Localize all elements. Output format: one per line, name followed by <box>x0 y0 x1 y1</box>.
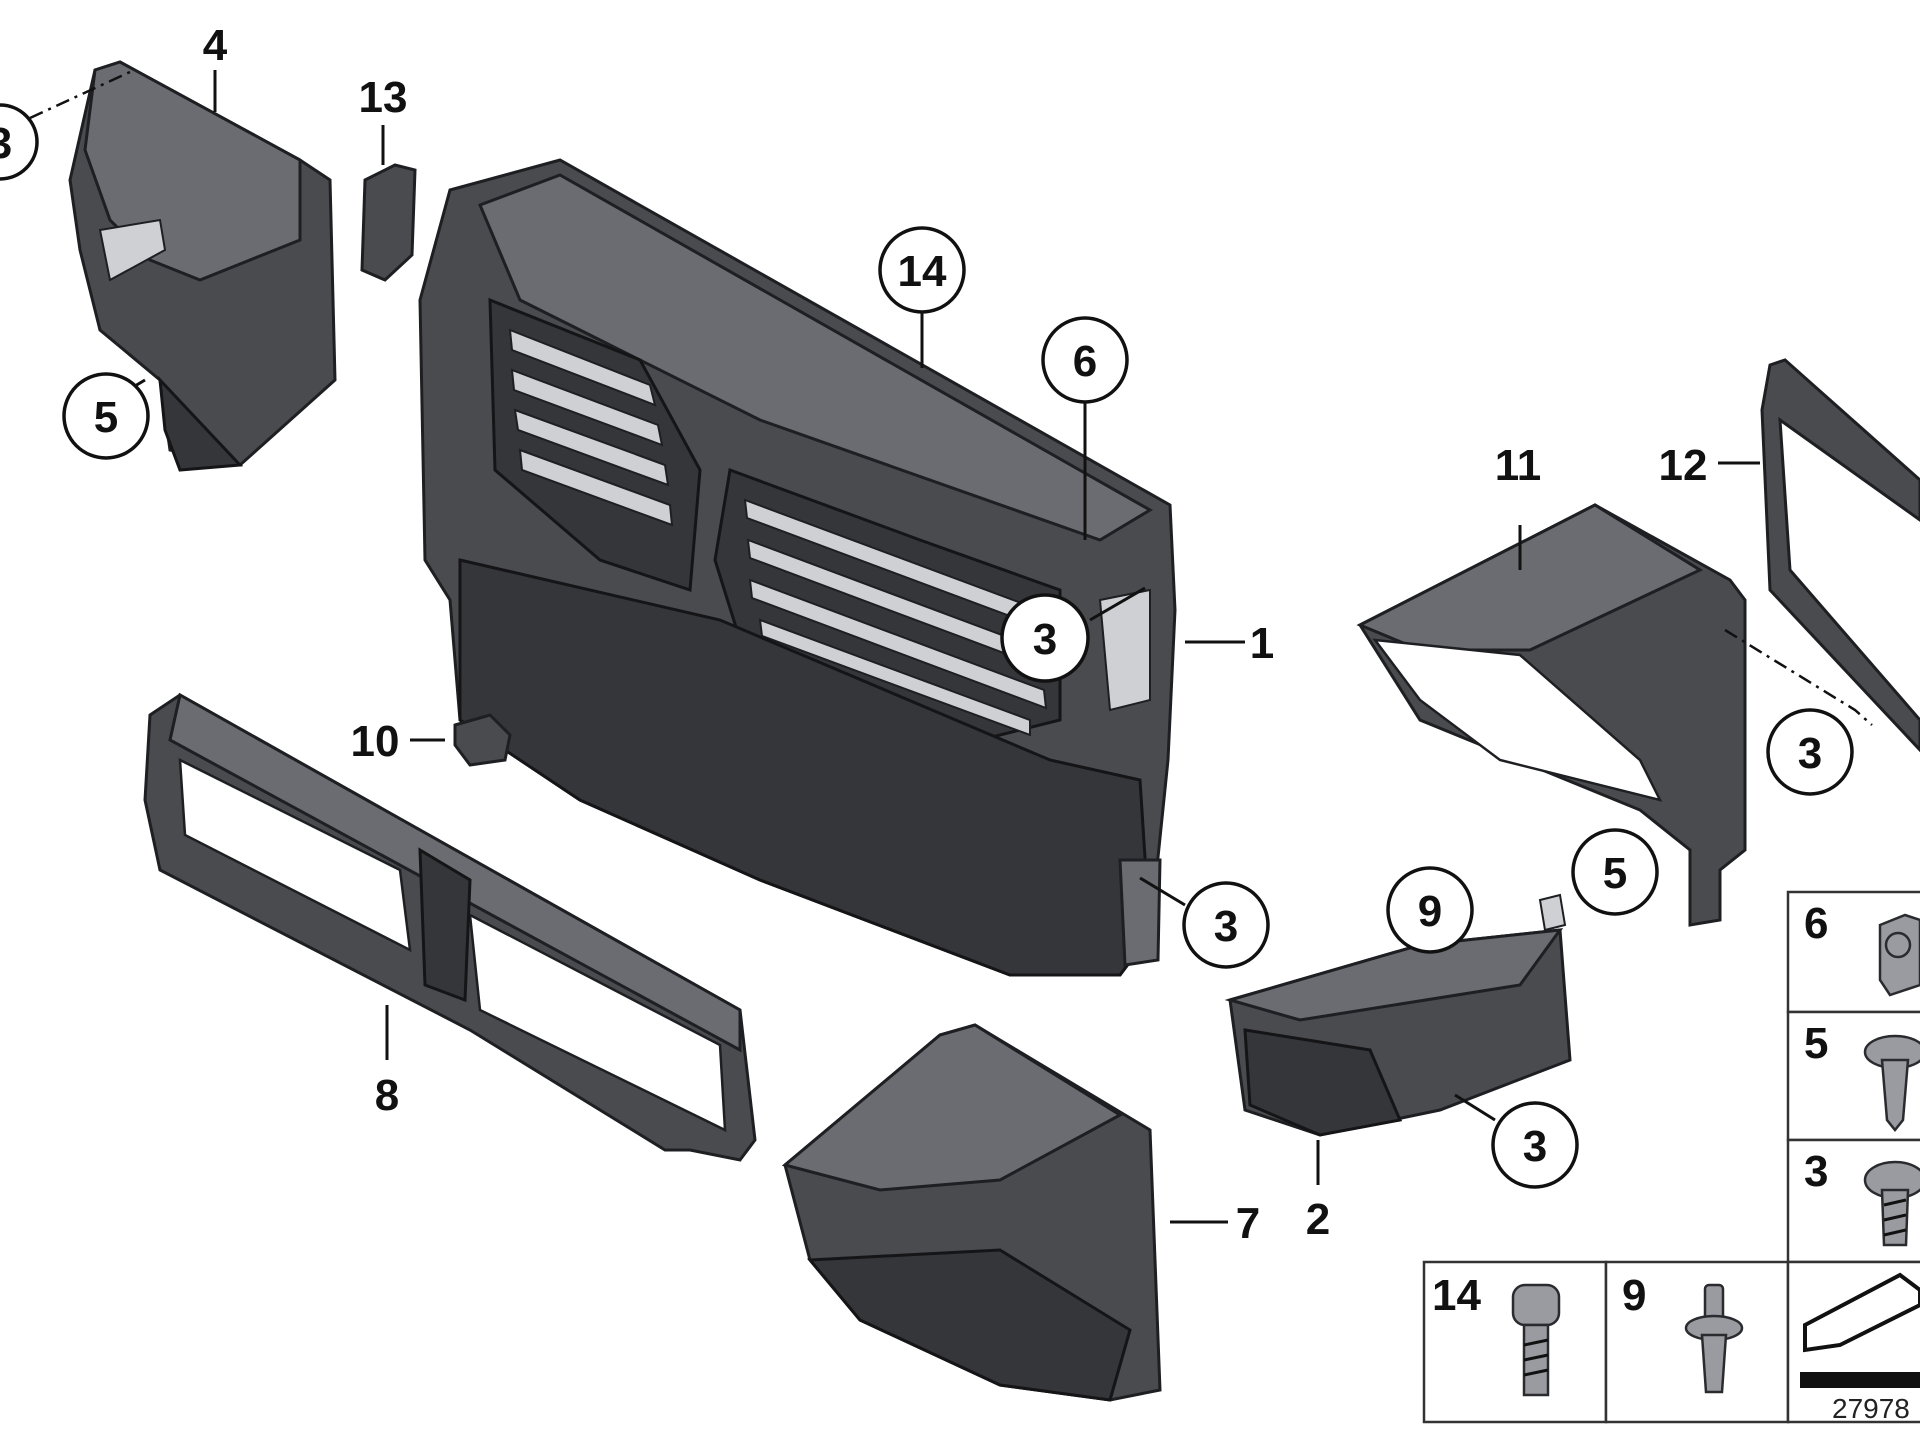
circled-callout-5-left: 5 <box>62 372 150 460</box>
hw-number-14: 14 <box>1432 1271 1481 1320</box>
circled-callout-9: 9 <box>1386 866 1474 954</box>
hw-number-9: 9 <box>1622 1271 1646 1320</box>
callout-1: 1 <box>1250 619 1274 668</box>
callout-7: 7 <box>1236 1199 1260 1248</box>
expanding-rivet-icon <box>1863 1034 1920 1133</box>
leader-lines <box>29 70 1873 1224</box>
reference-code: 27978 <box>1832 1393 1910 1424</box>
part-12-seal-frame <box>1760 358 1920 753</box>
part-13-cover-cap <box>360 163 417 282</box>
circled-callout-6: 6 <box>1041 316 1129 404</box>
svg-text:3: 3 <box>1214 902 1238 951</box>
callout-12: 12 <box>1659 441 1708 490</box>
body-screw-icon <box>1863 1160 1920 1247</box>
circled-callout-3-lower: 3 <box>1182 881 1270 969</box>
leader-3-top-left <box>29 70 131 120</box>
callout-11: 11 <box>1495 441 1542 490</box>
part-11-air-duct-right <box>1356 503 1747 927</box>
svg-text:3: 3 <box>1523 1122 1547 1171</box>
callout-13: 13 <box>359 73 408 122</box>
svg-text:6: 6 <box>1073 337 1097 386</box>
circled-callout-14: 14 <box>878 226 966 314</box>
svg-text:14: 14 <box>898 247 947 296</box>
arrow-marker-icon <box>1800 1272 1920 1388</box>
callout-2: 2 <box>1306 1195 1330 1244</box>
leader-3-right <box>1724 628 1873 726</box>
svg-text:3: 3 <box>0 119 12 168</box>
hw-number-6: 6 <box>1804 899 1828 948</box>
callout-4: 4 <box>203 21 228 70</box>
part-10-clip <box>453 713 512 767</box>
part-7-air-duct-lower <box>781 1023 1162 1402</box>
circled-callout-3-center: 3 <box>1000 593 1090 683</box>
hex-bolt-icon <box>1511 1283 1561 1397</box>
callout-8: 8 <box>375 1071 399 1120</box>
svg-text:9: 9 <box>1418 887 1442 936</box>
callout-10: 10 <box>351 717 400 766</box>
part-1-air-guide-frame <box>418 158 1177 977</box>
circled-callout-3-bottom: 3 <box>1491 1101 1579 1189</box>
part-4-air-duct-left <box>68 60 337 472</box>
hw-number-5: 5 <box>1804 1019 1828 1068</box>
clip-nut-icon <box>1878 913 1920 997</box>
hw-number-3: 3 <box>1804 1147 1828 1196</box>
hw-cell-9 <box>1604 1260 1790 1424</box>
part-8-lower-air-guide <box>143 692 757 1162</box>
leader-3-center <box>1089 586 1146 622</box>
leader-3-lower <box>1139 876 1186 907</box>
svg-text:5: 5 <box>1603 849 1627 898</box>
svg-text:3: 3 <box>1033 615 1057 664</box>
svg-text:3: 3 <box>1798 729 1822 778</box>
hardware-table: 6 5 3 14 9 <box>1422 890 1920 1424</box>
circled-callout-3-top-left: 3 <box>0 103 39 181</box>
svg-text:5: 5 <box>94 393 118 442</box>
circled-callout-3-right: 3 <box>1766 708 1854 796</box>
circled-callout-5-right: 5 <box>1571 828 1659 916</box>
push-rivet-icon <box>1684 1283 1744 1394</box>
leader-3-bottom <box>1454 1093 1496 1122</box>
